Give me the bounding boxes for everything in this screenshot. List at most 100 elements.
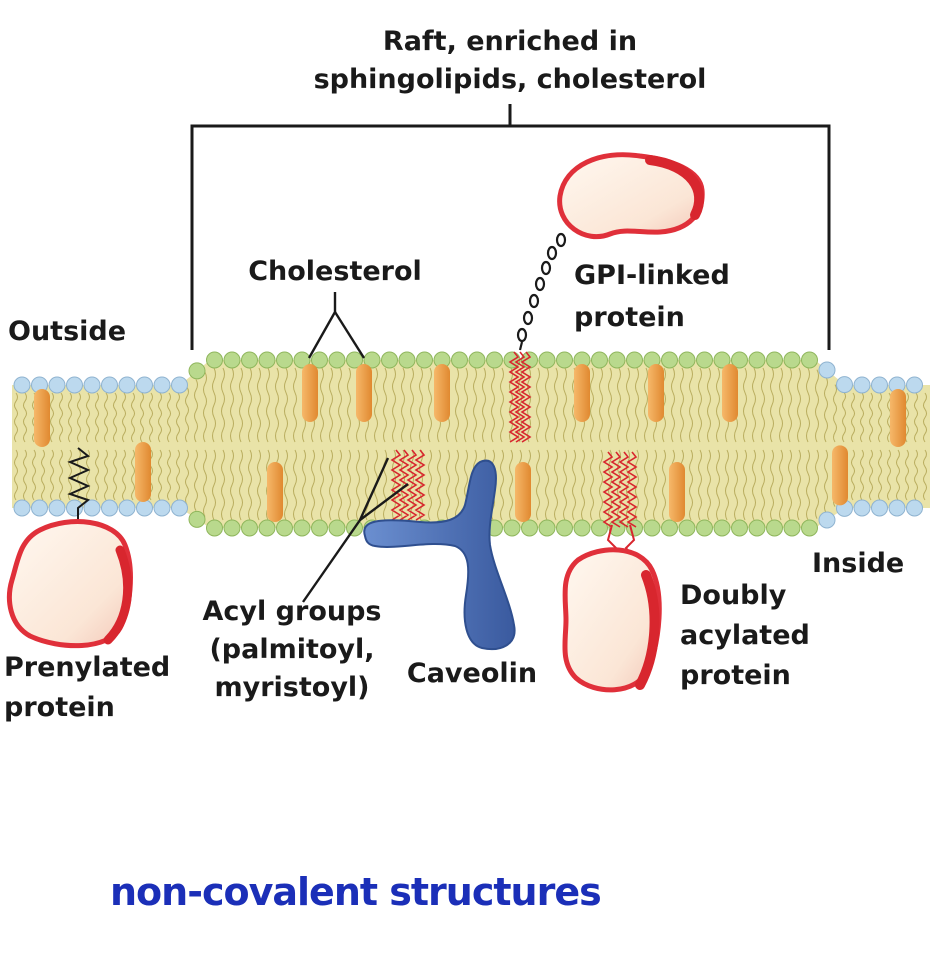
lipid-tail (419, 449, 423, 521)
lipid-tail (23, 449, 27, 501)
lipid-headgroup (731, 519, 748, 537)
lipid-headgroup (678, 519, 696, 537)
lipid-headgroup (83, 376, 101, 394)
lipid-tail (752, 449, 756, 521)
lipid-tail (122, 449, 126, 501)
lipid-headgroup (661, 351, 678, 369)
lipid-tail (185, 449, 189, 505)
lipid-tail (320, 449, 324, 521)
gpi-label-line1: GPI-linked (574, 260, 730, 291)
lipid-tail (23, 392, 27, 443)
lipid-headgroup (13, 376, 31, 394)
lipid-headgroup (836, 376, 853, 394)
lipid-headgroup (48, 499, 66, 517)
lipid-headgroup (136, 499, 153, 517)
lipid-tail (500, 367, 504, 443)
lipid-tail (194, 449, 198, 511)
cholesterol (302, 364, 318, 422)
leader-lines (302, 292, 409, 603)
cholesterol (267, 462, 283, 522)
lipid-tail (797, 449, 801, 521)
cholesterol-label: Cholesterol (248, 256, 422, 287)
lipid-tail (266, 367, 270, 443)
doubly-acylated-protein-shade (635, 570, 660, 690)
lipid-tail (104, 392, 108, 443)
lipid-tail (140, 392, 144, 443)
lipid-headgroup (538, 351, 556, 369)
acyl-chain (610, 451, 622, 528)
lipid-tail (833, 384, 837, 443)
cholesterol (574, 364, 590, 422)
lipid-headgroup (66, 376, 83, 394)
lipid-headgroup (853, 499, 871, 517)
lipid-headgroup (556, 351, 573, 369)
lipid-tail (122, 392, 126, 443)
lipid-tail (113, 449, 117, 501)
lipid-headgroup (713, 351, 731, 369)
lipid-tail (131, 392, 135, 443)
lipid-tail (581, 449, 585, 521)
lipid-tail (698, 449, 702, 521)
lipid-tail (131, 449, 135, 501)
lipid-tail (896, 449, 900, 501)
lipid-tail (860, 392, 864, 443)
lipid-tail (113, 392, 117, 443)
lipid-tail (437, 449, 441, 521)
lipid-tail (347, 367, 351, 443)
gpi-label-line2: protein (574, 302, 685, 333)
lipid-tail (50, 449, 54, 501)
lipid-tail (374, 367, 378, 443)
lipid-tail (338, 367, 342, 443)
lipid-tail (842, 391, 846, 443)
doubly-acylated-protein (562, 547, 662, 693)
raft-label-line1: Raft, enriched in (383, 26, 637, 57)
lipid-tail (887, 392, 891, 443)
lipid-tail (14, 392, 18, 443)
lipid-headgroup (748, 351, 766, 369)
lipid-headgroup (591, 351, 608, 369)
lipid-tail (68, 392, 72, 443)
lipid-tail (41, 449, 45, 501)
lipid-tail (428, 367, 432, 443)
lipid-headgroup (83, 499, 101, 517)
lipid-headgroup (48, 376, 66, 394)
lipid-headgroup (398, 351, 416, 369)
handwritten-note: non-covalent structures (110, 870, 601, 914)
lipid-headgroup (101, 376, 118, 394)
lipid-headgroup (293, 519, 311, 537)
lipid-tail (95, 392, 99, 443)
lipid-tail (14, 449, 18, 501)
lipid-tail (806, 449, 810, 521)
lipid-headgroup (713, 519, 731, 537)
lipid-headgroup (643, 519, 661, 537)
lipid-tail (383, 367, 387, 443)
lipid-tail (185, 386, 189, 443)
lipid-headgroup (416, 351, 433, 369)
lipid-headgroup (311, 351, 328, 369)
lipid-tail (707, 449, 711, 521)
lipid-tail (293, 449, 297, 521)
lipid-tail (500, 449, 504, 521)
lipid-tail (716, 367, 720, 443)
lipid-tail (869, 392, 873, 443)
lipid-tail (284, 449, 288, 521)
lipid-tail (617, 367, 621, 443)
lipid-tail (32, 449, 36, 501)
lipid-headgroup (223, 351, 241, 369)
lipid-headgroup (188, 362, 206, 380)
cholesterol (434, 364, 450, 422)
lipid-tail (878, 449, 882, 501)
lipid-tail (275, 367, 279, 443)
prenylated-label-line1: Prenylated (4, 652, 170, 683)
caveolin (363, 459, 516, 650)
gpi-anchor-chain (516, 232, 567, 351)
lipid-tail (905, 392, 909, 443)
cholesterol (135, 442, 151, 502)
lipid-tail (698, 367, 702, 443)
lipid-tail (59, 392, 63, 443)
lipid-tail (806, 367, 810, 443)
lipid-headgroup (731, 351, 748, 369)
lipid-tail (770, 367, 774, 443)
lipid-headgroup (276, 519, 293, 537)
lipid-headgroup (153, 376, 171, 394)
